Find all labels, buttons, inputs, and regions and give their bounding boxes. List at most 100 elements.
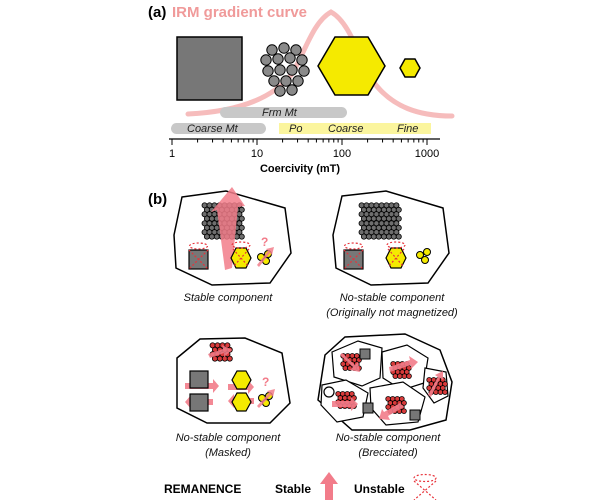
small-fragment	[323, 386, 335, 398]
fine-pyrrhotite-grain	[416, 251, 424, 259]
unstable-remanence-mark	[343, 242, 364, 270]
caption-line: (Originally not magnetized)	[326, 307, 458, 319]
framboid-microcrystal	[286, 64, 298, 76]
tick-label-1: 1	[169, 148, 175, 160]
coercivity-axis-ticks	[171, 139, 428, 145]
irm-gradient-curve	[185, 9, 455, 119]
coarse-mt-label: Coarse Mt	[187, 123, 239, 135]
caption-line: (Brecciated)	[358, 447, 418, 459]
panel-a: (a) IRM gradient curve Frm Mt Coarse Mt …	[148, 4, 455, 175]
framboid-microcrystal	[208, 233, 215, 240]
legend-stable-label: Stable	[275, 482, 311, 496]
caption-stable: Stable component	[184, 292, 274, 304]
panel-a-label: (a)	[148, 4, 166, 21]
framboid-microcrystal	[272, 53, 284, 65]
caption-line: Stable component	[184, 292, 274, 304]
frm-mt-band	[220, 107, 347, 118]
magnetite-grain	[362, 402, 374, 414]
tick-label-100: 100	[333, 148, 351, 160]
framboid-microcrystal	[406, 373, 412, 379]
random-remanence-arrow	[428, 371, 443, 397]
framboid-microcrystal	[280, 75, 292, 87]
framboid-microcrystal	[442, 389, 448, 395]
framboid-microcrystal	[216, 355, 223, 362]
clast-brecciated	[317, 333, 453, 431]
framboid-microcrystal	[292, 75, 304, 87]
framboid-microcrystal	[284, 52, 296, 64]
framboid-microcrystal	[203, 233, 210, 240]
tick-label-1000: 1000	[415, 148, 439, 160]
fine-grain-remanence-arrow	[257, 247, 274, 267]
fine-pyrrhotite-grain	[399, 58, 421, 78]
cluster-remanence-arrow	[208, 345, 232, 358]
caption-line: No-stable component	[336, 432, 442, 444]
legend-unstable-icon	[413, 473, 437, 500]
framboid-microcrystal	[385, 233, 392, 240]
tick-label-10: 10	[251, 148, 263, 160]
framboid-microcrystal	[238, 215, 245, 222]
caption-line: No-stable component	[340, 292, 446, 304]
framboid-microcrystal	[401, 408, 407, 414]
framboid-microcrystal	[268, 75, 280, 87]
magnetite-grain	[409, 409, 421, 421]
framboid-microcrystal	[221, 355, 228, 362]
framboid-cluster	[358, 202, 382, 222]
framboid-microcrystal	[360, 233, 367, 240]
framboid-microcrystal	[274, 64, 286, 76]
panel-b-label: (b)	[148, 191, 167, 208]
irm-curve-title: IRM gradient curve	[172, 4, 307, 21]
framboid-microcrystal	[262, 65, 274, 77]
framboid-microcrystal	[274, 85, 286, 97]
framboid-microcrystal	[395, 233, 402, 240]
pyrrhotite-grain	[231, 392, 252, 412]
framboid-microcrystal	[266, 44, 278, 56]
panel-b: (b) ? Stable component	[148, 187, 458, 459]
frm-mt-label: Frm Mt	[262, 107, 298, 119]
stable-remanence-arrow	[211, 187, 245, 270]
random-remanence-arrow	[340, 353, 360, 372]
framboid-microcrystal	[401, 373, 408, 379]
caption-line: No-stable component	[176, 432, 282, 444]
coarse-po-label: Coarse	[328, 123, 363, 135]
framboid-microcrystal	[342, 365, 349, 371]
framboid-microcrystal	[380, 233, 387, 240]
framboid-microcrystal	[213, 233, 220, 240]
clast-stable: ?	[173, 187, 292, 286]
coarse-mt-band	[171, 123, 266, 134]
unstable-remanence-mark	[188, 242, 209, 270]
caption-originally-not-magnetized: No-stable component (Originally not magn…	[326, 292, 458, 319]
framboid-microcrystal	[238, 233, 245, 240]
unstable-remanence-mark	[386, 241, 406, 268]
framboid-microcrystal	[296, 54, 308, 66]
coarse-magnetite-grain	[176, 36, 243, 101]
framboid-cluster	[358, 220, 382, 240]
framboid-microcrystal	[390, 233, 397, 240]
caption-line: (Masked)	[205, 447, 251, 459]
framboid-microcrystal	[397, 373, 403, 379]
framboid-microcrystal	[365, 233, 372, 240]
random-remanence-arrow	[389, 356, 418, 372]
framboid-microcrystal	[286, 84, 298, 96]
fine-pyrrhotite-grain	[421, 256, 429, 264]
clast-originally-not-magnetized	[332, 190, 450, 286]
magnetite-grain	[189, 393, 209, 412]
caption-brecciated: No-stable component (Brecciated)	[336, 432, 442, 459]
caption-masked: No-stable component (Masked)	[176, 432, 282, 459]
framboidal-magnetite-cluster	[260, 42, 310, 97]
coarse-pyrrhotite-grain	[317, 36, 386, 96]
framboid-microcrystal	[370, 233, 377, 240]
clast-masked: ?	[176, 337, 291, 424]
framboid-microcrystal	[433, 389, 439, 395]
question-mark: ?	[261, 235, 268, 249]
legend-heading: REMANENCE	[164, 482, 241, 496]
fine-pyrrhotite-grain	[423, 248, 431, 256]
framboid-microcrystal	[392, 373, 399, 379]
framboid-microcrystal	[298, 65, 310, 77]
framboid-cluster	[378, 202, 402, 222]
unstable-remanence-mark	[231, 241, 251, 268]
question-mark: ?	[262, 375, 269, 389]
pyrrhotite-grain	[231, 370, 252, 390]
random-remanence-arrow	[379, 403, 404, 420]
framboid-microcrystal	[260, 54, 272, 66]
